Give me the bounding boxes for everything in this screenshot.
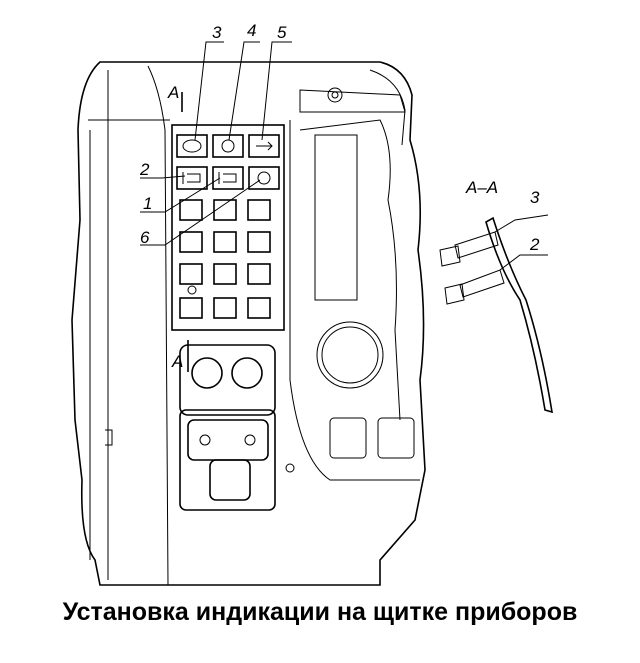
- knob-top: [327, 87, 343, 103]
- switch-grid: [179, 199, 271, 319]
- callout-3: 3: [212, 23, 222, 42]
- callout-1: 1: [143, 194, 152, 213]
- callout-5: 5: [277, 23, 287, 42]
- vent-right: [316, 321, 384, 389]
- section-panel: [485, 216, 553, 414]
- lower-console: [179, 344, 276, 416]
- indicator-panel: [171, 124, 285, 331]
- detail-callout-2: 2: [529, 235, 540, 254]
- indicator-4: [212, 134, 244, 158]
- callout-2: 2: [139, 160, 150, 179]
- detail-callout-3: 3: [530, 188, 540, 207]
- indicator-2: [176, 166, 208, 190]
- indicator-5: [248, 134, 280, 158]
- section-mark-top: А: [167, 83, 179, 102]
- instrument-panel-drawing: А А 3 4 5 2 1 6 А–А 3 2: [71, 21, 553, 586]
- indicator-6: [248, 166, 280, 190]
- section-mark-bottom: А: [171, 352, 183, 371]
- dashboard-outline: [71, 61, 426, 586]
- indicator-3: [176, 134, 208, 158]
- section-view-label: А–А: [465, 178, 498, 197]
- indicator-1: [212, 166, 244, 190]
- callout-6: 6: [140, 228, 150, 247]
- callout-4: 4: [247, 21, 256, 40]
- figure-caption: Установка индикации на щитке приборов: [62, 598, 578, 626]
